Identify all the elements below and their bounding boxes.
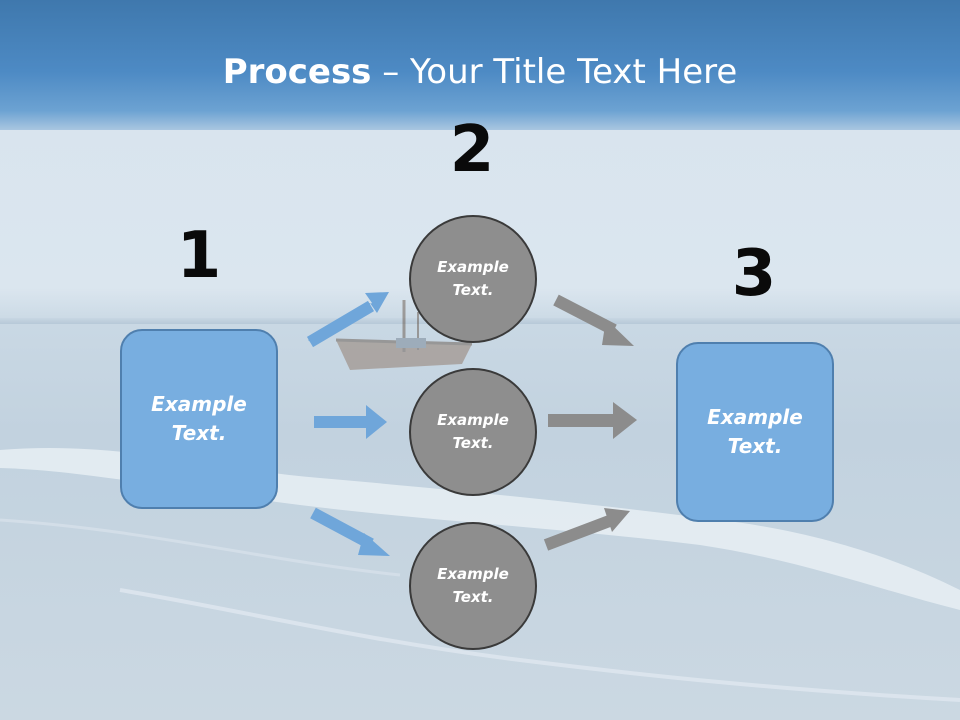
right-box-line2: Text. bbox=[727, 434, 783, 458]
gray-arrow-right bbox=[548, 402, 637, 439]
left-process-box: Example Text. bbox=[120, 329, 278, 509]
blue-arrow-right bbox=[314, 405, 387, 439]
blue-arrow-down bbox=[310, 507, 390, 556]
circle-bottom-line2: Text. bbox=[452, 588, 494, 606]
circle-top-line1: Example bbox=[437, 258, 509, 276]
step-number-1: 1 bbox=[176, 219, 222, 293]
slide-title: Process – Your Title Text Here bbox=[0, 52, 960, 92]
right-process-box: Example Text. bbox=[676, 342, 834, 522]
step-number-3: 3 bbox=[731, 237, 777, 311]
circle-bottom-line1: Example bbox=[437, 565, 509, 583]
gray-arrow-down bbox=[553, 294, 634, 346]
circle-middle-line1: Example bbox=[437, 411, 509, 429]
header-band bbox=[0, 0, 960, 130]
title-bold: Process bbox=[222, 52, 372, 92]
gray-arrow-up bbox=[543, 508, 630, 551]
circle-middle-line2: Text. bbox=[452, 434, 494, 452]
process-circle-middle: Example Text. bbox=[409, 368, 537, 496]
step-number-2: 2 bbox=[449, 113, 495, 187]
left-box-line2: Text. bbox=[171, 421, 227, 445]
process-circle-top: Example Text. bbox=[409, 215, 537, 343]
right-box-line1: Example bbox=[707, 405, 803, 429]
blue-arrow-up bbox=[306, 292, 389, 348]
title-rest: – Your Title Text Here bbox=[371, 52, 738, 92]
circle-top-line2: Text. bbox=[452, 281, 494, 299]
boat-image bbox=[335, 300, 473, 370]
process-circle-bottom: Example Text. bbox=[409, 522, 537, 650]
left-box-line1: Example bbox=[151, 392, 247, 416]
